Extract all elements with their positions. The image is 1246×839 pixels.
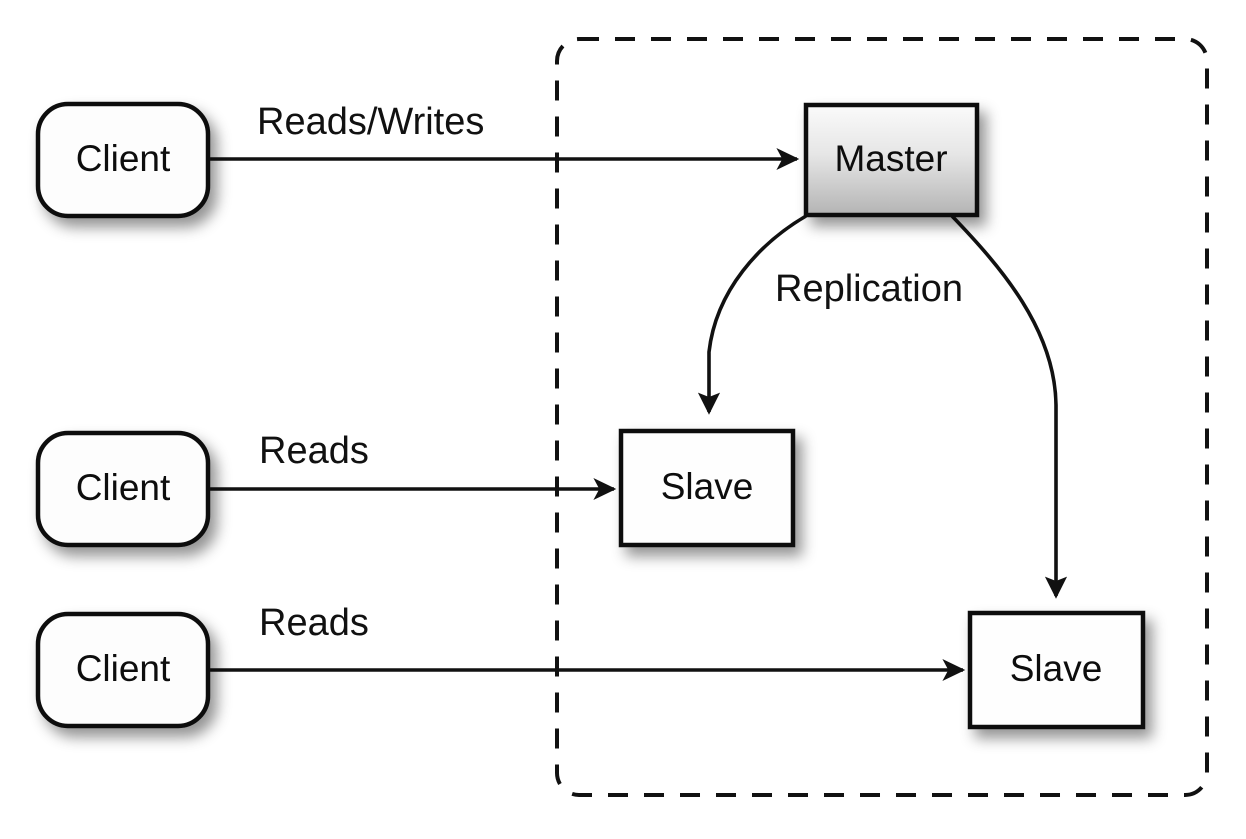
slave-lower-box[interactable] (967, 610, 1146, 730)
node-slave-upper[interactable]: Slave (618, 428, 796, 548)
node-master[interactable]: Master (803, 102, 980, 218)
client-top-label: Client (76, 138, 171, 179)
node-client-middle[interactable]: Client (35, 430, 211, 548)
edge-master-to-slave-lower-replication (950, 214, 1068, 599)
edge-master-to-slave-upper-replication (697, 214, 807, 415)
database-cluster-boundary (555, 37, 1209, 797)
edge-label-reads-middle: Reads (259, 430, 369, 472)
edge-label-reads-bottom: Reads (259, 602, 369, 644)
edge-label-replication: Replication (775, 268, 963, 310)
edge-label-reads-writes: Reads/Writes (257, 101, 484, 143)
slave-lower-label: Slave (1010, 648, 1103, 689)
master-box[interactable] (803, 102, 980, 218)
node-client-top[interactable]: Client (35, 101, 211, 219)
client-bottom-box[interactable] (35, 611, 211, 729)
master-label: Master (834, 138, 947, 179)
node-slave-lower[interactable]: Slave (967, 610, 1146, 730)
slave-upper-label: Slave (661, 466, 754, 507)
slave-upper-box[interactable] (618, 428, 796, 548)
client-middle-box[interactable] (35, 430, 211, 548)
client-top-box[interactable] (35, 101, 211, 219)
client-bottom-label: Client (76, 648, 171, 689)
node-client-bottom[interactable]: Client (35, 611, 211, 729)
client-middle-label: Client (76, 467, 171, 508)
